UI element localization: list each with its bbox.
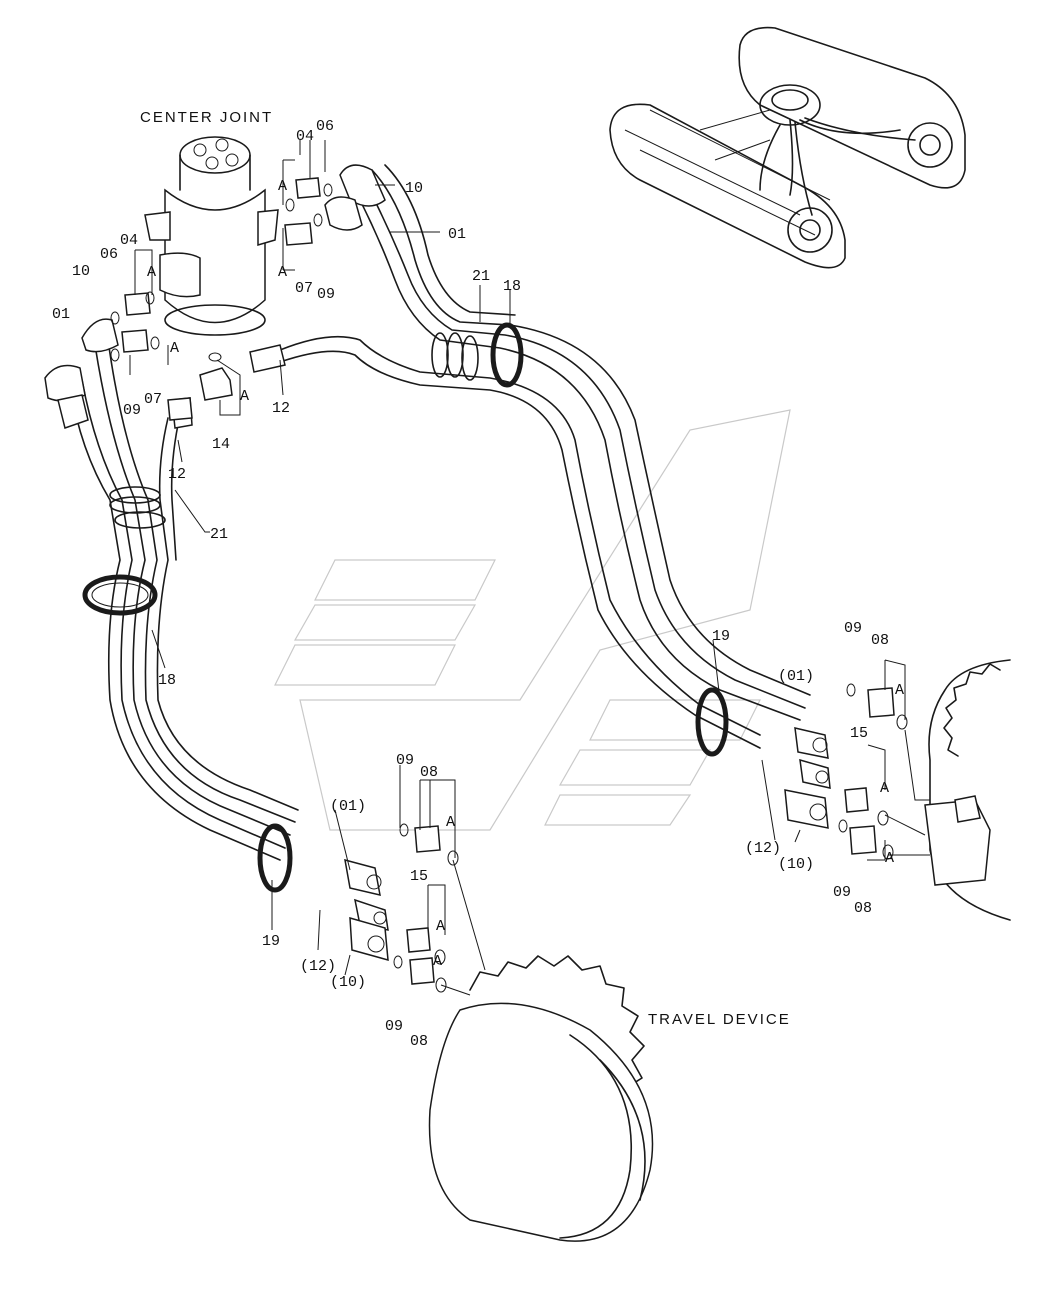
- label-14: 14: [212, 436, 230, 453]
- label-15-right: 15: [850, 725, 868, 742]
- label-a-right-1: A: [895, 682, 904, 699]
- clamp-21-right: [431, 332, 479, 381]
- label-a-mid: A: [278, 264, 287, 281]
- adapters: [121, 177, 895, 985]
- label-10-left: 10: [72, 263, 90, 280]
- label-08-right-top: 08: [871, 632, 889, 649]
- label-18-right: 18: [503, 278, 521, 295]
- label-09-bottom: 09: [385, 1018, 403, 1035]
- label-09-right-bottom: 09: [833, 884, 851, 901]
- label-15-bottom: 15: [410, 868, 428, 885]
- label-21-right: 21: [472, 268, 490, 285]
- label-19-right: 19: [712, 628, 730, 645]
- label-09-right-top: 09: [844, 620, 862, 637]
- o-rings: [110, 183, 908, 993]
- label-19-bottom: 19: [262, 933, 280, 950]
- label-a-top: A: [278, 178, 287, 195]
- clamp-18-left: [82, 574, 158, 616]
- label-a-bottom-1: A: [446, 814, 455, 831]
- label-10-bottom: (10): [330, 974, 366, 991]
- label-10-right: (10): [778, 856, 814, 873]
- clamp-18-right: [490, 322, 524, 388]
- label-18-left: 18: [158, 672, 176, 689]
- label-21-left: 21: [210, 526, 228, 543]
- label-a-right-2: A: [880, 780, 889, 797]
- watermark-logo: [274, 409, 791, 831]
- label-a-tee: A: [240, 388, 249, 405]
- label-01-right: (01): [778, 668, 814, 685]
- label-07-top: 07: [295, 280, 313, 297]
- label-01-bottom: (01): [330, 798, 366, 815]
- label-12-top: 12: [272, 400, 290, 417]
- label-08-right-bottom: 08: [854, 900, 872, 917]
- clamp-21-left: [109, 486, 166, 529]
- travel-device-bottom: [428, 955, 654, 1242]
- label-01-left: 01: [52, 306, 70, 323]
- label-01-top: 01: [448, 226, 466, 243]
- label-a-left-2: A: [170, 340, 179, 357]
- hose-bundle-right: [279, 164, 811, 749]
- label-09-bottom-top: 09: [396, 752, 414, 769]
- label-08-bottom-top: 08: [420, 764, 438, 781]
- label-a-bottom-2: A: [436, 918, 445, 935]
- label-04-left: 04: [120, 232, 138, 249]
- label-12-right: (12): [745, 840, 781, 857]
- label-a-right-3: A: [885, 850, 894, 867]
- label-06-top: 06: [316, 118, 334, 135]
- clamp-19-bottom: [257, 823, 293, 893]
- undercarriage-inset: [609, 26, 966, 269]
- travel-device-right: [924, 659, 1011, 921]
- label-07-left: 07: [144, 391, 162, 408]
- label-04-top: 04: [296, 128, 314, 145]
- label-12-bottom: (12): [300, 958, 336, 975]
- hose-fittings-right: [784, 727, 831, 829]
- label-06-left: 06: [100, 246, 118, 263]
- label-09-top: 09: [317, 286, 335, 303]
- label-12-left: 12: [168, 466, 186, 483]
- center-joint-body: [144, 136, 279, 336]
- leader-lines: [129, 140, 930, 996]
- label-08-bottom: 08: [410, 1033, 428, 1050]
- label-a-bottom-3: A: [433, 953, 442, 970]
- label-09-left: 09: [123, 402, 141, 419]
- center-joint-title: CENTER JOINT: [140, 109, 273, 126]
- clamp-19-right: [695, 687, 729, 757]
- label-10-top: 10: [405, 180, 423, 197]
- travel-device-title: TRAVEL DEVICE: [648, 1011, 791, 1028]
- label-a-left: A: [147, 264, 156, 281]
- hose-fittings-bottom: [344, 858, 389, 962]
